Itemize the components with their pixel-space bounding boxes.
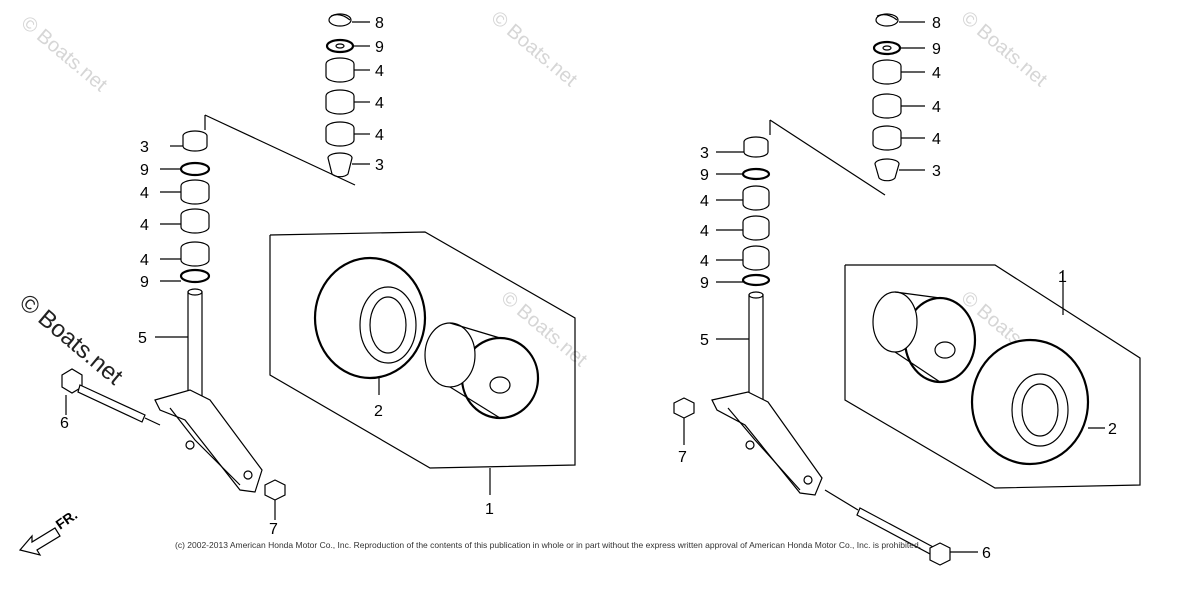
bushing-4 (180, 208, 210, 234)
nut-7 (264, 479, 286, 501)
right-upper-stack (872, 13, 925, 182)
bushing-4 (742, 215, 770, 241)
left-upper-stack (325, 13, 370, 178)
label-3: 3 (140, 139, 149, 156)
watermark-2: © Boats.net (487, 7, 582, 91)
label-1: 1 (1058, 269, 1067, 286)
label-9: 9 (700, 275, 709, 292)
spindle-5 (748, 294, 764, 406)
bushing-4 (325, 121, 355, 147)
bushing-4 (872, 93, 902, 119)
label-9: 9 (140, 162, 149, 179)
left-assembly: 8 9 4 4 4 3 3 9 4 4 4 9 5 6 7 2 1 (60, 13, 576, 538)
label-5: 5 (138, 330, 147, 347)
label-3: 3 (932, 163, 941, 180)
bushing-4 (180, 179, 210, 205)
collar-3 (182, 130, 208, 152)
label-2: 2 (1108, 421, 1117, 438)
right-wheel-box (844, 264, 1141, 489)
bushing-4 (325, 89, 355, 115)
bolt-6 (77, 384, 146, 423)
label-9: 9 (700, 167, 709, 184)
label-6: 6 (60, 415, 69, 432)
label-1: 1 (485, 501, 494, 518)
label-4: 4 (140, 252, 149, 269)
label-8: 8 (375, 15, 384, 32)
right-wheel-group (844, 264, 1141, 489)
washer-9 (179, 161, 211, 177)
front-direction-indicator: FR. (18, 506, 81, 556)
label-9: 9 (375, 39, 384, 56)
label-4: 4 (932, 65, 941, 82)
collar-3 (874, 158, 900, 182)
left-spindle-stack (61, 130, 286, 520)
spindle-5 (187, 291, 203, 403)
bushing-4 (742, 245, 770, 271)
label-3: 3 (375, 157, 384, 174)
direction-label: FR. (53, 506, 81, 532)
bushing-4 (742, 185, 770, 211)
washer-9 (741, 167, 771, 181)
collar-3 (743, 136, 769, 158)
collar-3 (327, 152, 353, 178)
label-7: 7 (269, 521, 278, 538)
label-6: 6 (982, 545, 991, 562)
label-5: 5 (700, 332, 709, 349)
bushing-4 (180, 241, 210, 267)
nut-7 (673, 397, 695, 419)
bracket (154, 389, 263, 493)
label-4: 4 (140, 185, 149, 202)
label-4: 4 (375, 63, 384, 80)
label-4: 4 (932, 131, 941, 148)
label-4: 4 (375, 127, 384, 144)
bracket (711, 391, 823, 496)
label-7: 7 (678, 449, 687, 466)
copyright-notice: (c) 2002-2013 American Honda Motor Co., … (175, 540, 921, 550)
washer-9 (179, 268, 211, 284)
label-8: 8 (932, 15, 941, 32)
bushing-4 (872, 125, 902, 151)
front-arrow-icon (18, 527, 61, 556)
label-3: 3 (700, 145, 709, 162)
watermark-3: © Boats.net (957, 7, 1052, 91)
washer-9 (741, 273, 771, 287)
label-2: 2 (374, 403, 383, 420)
left-wheel-group (269, 231, 576, 495)
right-spindle-stack (673, 136, 978, 566)
bushing-4 (872, 59, 902, 85)
bolt-head-6 (929, 542, 951, 566)
label-4: 4 (932, 99, 941, 116)
label-9: 9 (140, 274, 149, 291)
label-4: 4 (140, 217, 149, 234)
right-assembly: 8 9 4 4 4 3 3 9 4 4 4 9 5 7 6 1 2 (673, 13, 1141, 566)
label-9: 9 (932, 41, 941, 58)
bushing-4 (325, 57, 355, 83)
left-wheel-box (269, 231, 576, 469)
label-4: 4 (700, 193, 709, 210)
label-4: 4 (375, 95, 384, 112)
watermark-1: © Boats.net (17, 12, 112, 96)
label-4: 4 (700, 223, 709, 240)
label-4: 4 (700, 253, 709, 270)
